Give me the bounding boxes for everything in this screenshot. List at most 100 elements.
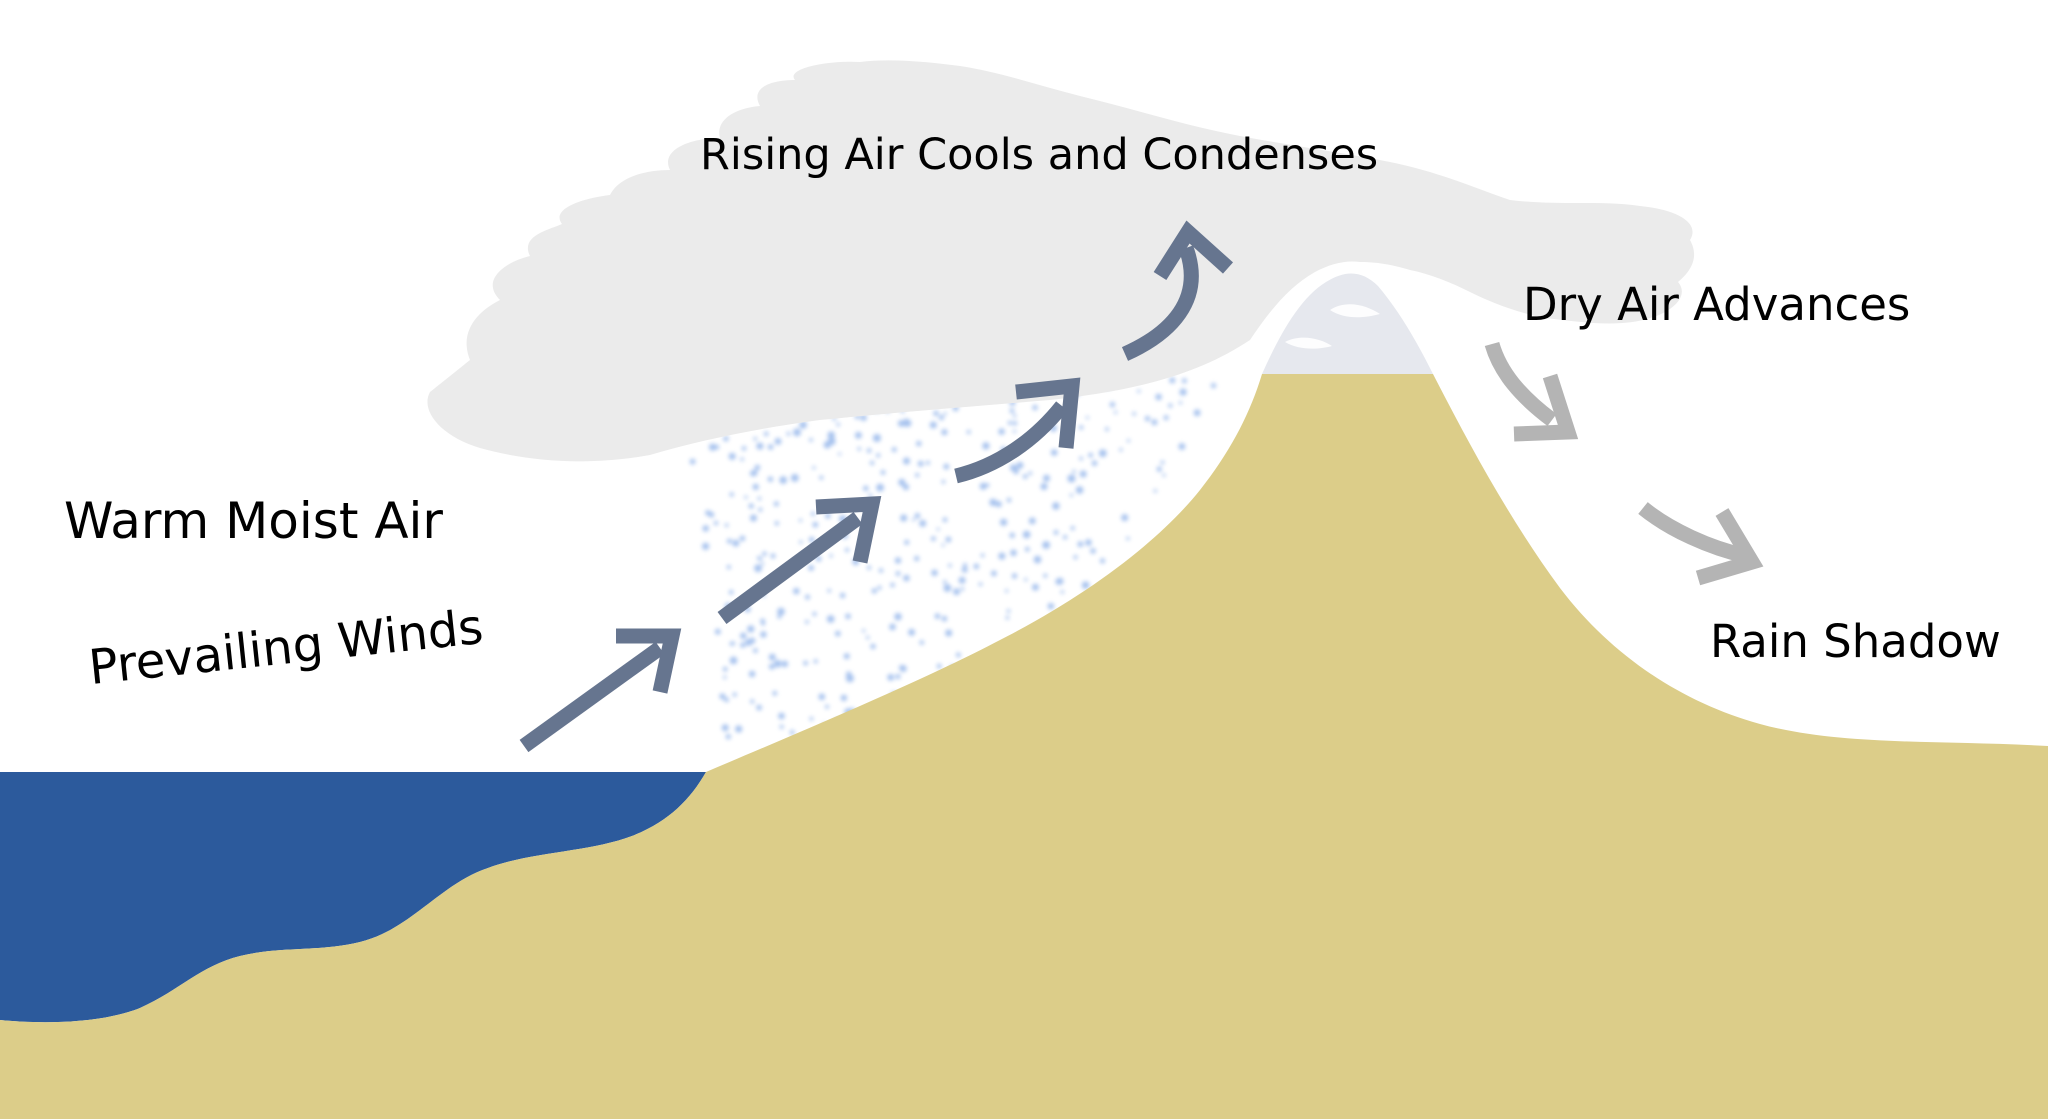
land — [0, 374, 2048, 1119]
moist-air-arrows — [519, 220, 1234, 753]
rain-drop — [812, 521, 819, 528]
rain-drop — [1151, 419, 1158, 426]
rain-drop — [938, 414, 945, 421]
rain-drop — [777, 614, 782, 619]
dry-arrow-2 — [1638, 502, 1764, 586]
rain-drop — [730, 641, 736, 646]
rain-drop — [740, 457, 744, 462]
rain-drop — [1156, 466, 1162, 472]
rain-drop — [1009, 408, 1015, 414]
ocean — [0, 772, 706, 1023]
rain-drop — [898, 478, 906, 486]
rain-drop — [860, 414, 867, 421]
rain-drop — [749, 637, 756, 644]
rain-drop — [826, 615, 835, 623]
rain-drop — [753, 648, 758, 653]
rain-drop — [1168, 403, 1173, 408]
label-dry-air: Dry Air Advances — [1523, 278, 1911, 331]
rain-drop — [763, 431, 769, 437]
snow-highlight — [1330, 304, 1380, 318]
rain-drop — [891, 447, 897, 453]
rain-drop — [934, 613, 941, 619]
rain-drop — [925, 460, 931, 465]
rain-drop — [919, 519, 927, 527]
rain-drop — [991, 570, 997, 577]
rain-drop — [825, 704, 829, 709]
rain-drop — [936, 663, 942, 669]
rain-drop — [689, 458, 696, 465]
rain-drop — [1155, 393, 1162, 401]
rain-drop — [903, 574, 910, 582]
rain-drop — [1162, 473, 1166, 477]
rain-drop — [1085, 416, 1089, 420]
rain-drop — [754, 464, 761, 471]
rain-drop — [933, 410, 939, 416]
rain-drop — [790, 474, 799, 482]
rain-drop — [1193, 409, 1201, 417]
rain-drop — [739, 535, 746, 542]
rain-drop — [740, 642, 746, 648]
rain-drop — [1179, 388, 1187, 396]
rain-drop — [805, 620, 809, 624]
rain-drop — [919, 640, 925, 645]
rain-drop — [1079, 456, 1083, 461]
rain-drop — [980, 553, 985, 558]
rain-drop — [1012, 414, 1017, 418]
rain-drop — [812, 466, 816, 470]
rain-drop — [732, 692, 737, 697]
rain-drop — [1079, 470, 1087, 478]
rain-drop — [1088, 452, 1093, 458]
rain-drop — [1119, 448, 1123, 452]
rain-drop — [741, 446, 747, 451]
rain-drop — [840, 694, 848, 702]
rain-drop — [948, 563, 952, 568]
rain-drop — [748, 670, 756, 678]
rain-drop — [756, 442, 764, 450]
rain-drop — [966, 430, 971, 434]
rain-drop — [1040, 483, 1048, 490]
rain-drop — [721, 724, 729, 732]
rain-drop — [1055, 578, 1062, 585]
rain-drop — [1153, 489, 1158, 493]
rain-drop — [1012, 420, 1018, 426]
rain-drop — [1032, 404, 1038, 411]
rain-drop — [943, 580, 947, 584]
rain-drop — [897, 420, 905, 427]
rain-drop — [945, 536, 952, 543]
rain-drop — [728, 589, 734, 595]
rain-drop — [1060, 590, 1065, 594]
rain-drop — [772, 690, 778, 696]
rain-drop — [912, 518, 916, 522]
rain-drop — [760, 618, 765, 624]
rain-drop — [732, 539, 740, 547]
rain-drop — [1000, 518, 1008, 526]
rain-drop — [749, 470, 756, 477]
rain-drop — [729, 656, 738, 665]
rain-drop — [779, 476, 787, 484]
rain-drop — [931, 536, 936, 542]
rain-drop — [761, 562, 765, 566]
rain-drop — [894, 557, 902, 564]
rain-drop — [757, 496, 762, 501]
rain-drop — [958, 576, 966, 584]
rain-drop — [756, 704, 762, 711]
rain-drop — [773, 501, 779, 507]
rain-drop — [1075, 486, 1084, 494]
rain-drop — [774, 521, 779, 526]
rain-drop — [805, 594, 810, 600]
rain-drop — [1163, 415, 1169, 421]
rain-drop — [943, 584, 952, 592]
rain-drop — [1090, 548, 1096, 554]
rain-drop — [998, 552, 1006, 560]
rain-drop — [758, 507, 763, 512]
rain-drop — [724, 697, 729, 703]
rain-drop — [1016, 461, 1024, 469]
rain-drop — [1126, 439, 1131, 443]
rain-drop — [1178, 443, 1186, 450]
rain-drop — [902, 483, 910, 491]
rain-drop — [1010, 549, 1017, 557]
rain-drop — [1032, 583, 1039, 591]
rain-drop — [768, 663, 775, 670]
rain-drop — [835, 630, 841, 637]
rain-drop — [1052, 502, 1060, 510]
